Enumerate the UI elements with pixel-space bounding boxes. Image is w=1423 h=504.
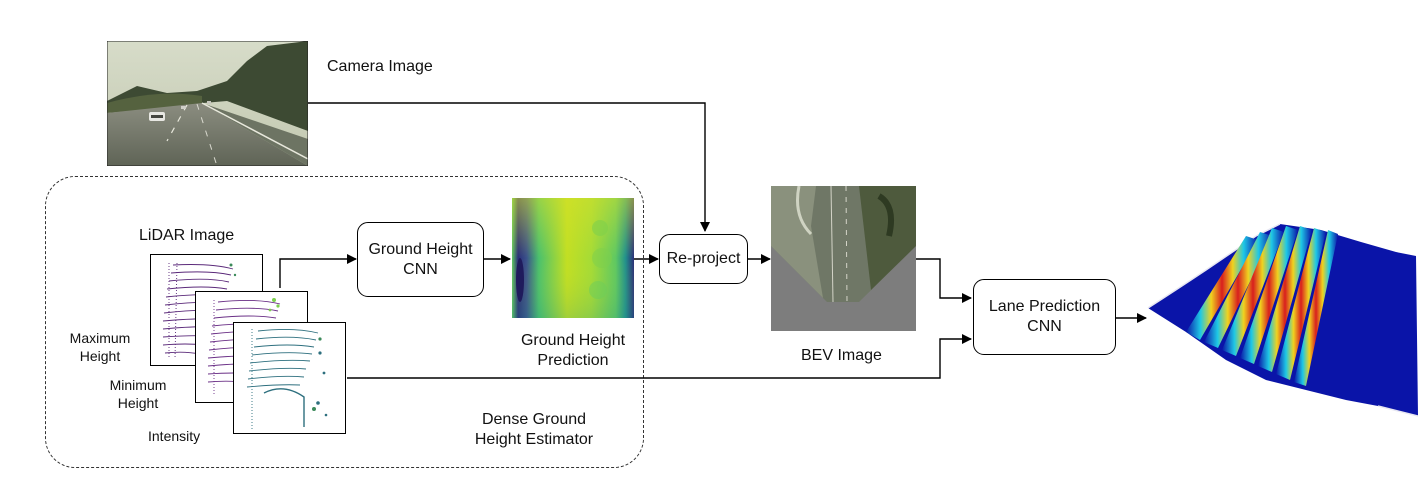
ground-height-prediction-label: Ground Height Prediction bbox=[520, 332, 626, 369]
bev-image bbox=[771, 186, 916, 331]
arrow-camera-to-reproject bbox=[308, 102, 710, 232]
lidar-intensity-panel bbox=[233, 322, 346, 434]
arrow-lidar-to-lane-cnn bbox=[347, 334, 972, 379]
ground-height-cnn-box: Ground Height CNN bbox=[357, 222, 484, 297]
maximum-height-label: Maximum Height bbox=[69, 330, 131, 364]
arrow-bev-to-lane-cnn bbox=[916, 258, 972, 303]
arrow-lidar-to-ground-cnn bbox=[279, 254, 357, 288]
reproject-box: Re-project bbox=[659, 234, 748, 284]
lane-prediction-cnn-box: Lane Prediction CNN bbox=[973, 279, 1116, 355]
lane-prediction-output bbox=[1147, 223, 1418, 417]
lidar-image-label: LiDAR Image bbox=[139, 227, 235, 244]
minimum-height-label: Minimum Height bbox=[109, 377, 167, 411]
dense-ground-height-estimator-label: Dense Ground Height Estimator bbox=[474, 411, 594, 448]
ground-height-prediction-heatmap bbox=[512, 198, 634, 318]
bev-image-label: BEV Image bbox=[801, 347, 882, 364]
intensity-label: Intensity bbox=[148, 428, 201, 444]
camera-image-label: Camera Image bbox=[327, 58, 433, 75]
camera-image bbox=[107, 41, 308, 166]
lidar-intensity-plot bbox=[246, 328, 328, 429]
dense-ground-height-estimator-group bbox=[45, 176, 644, 468]
